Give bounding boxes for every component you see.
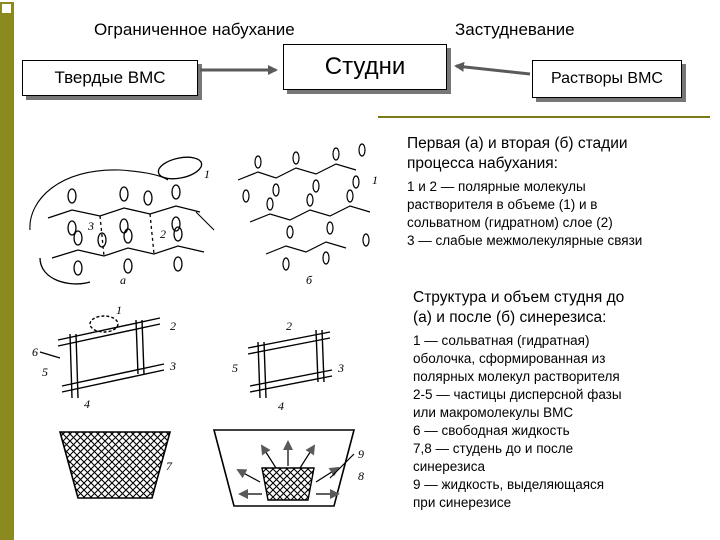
caption2-legend-line2: оболочка, сформированная из <box>413 351 606 366</box>
fig2-num-8: 8 <box>358 469 364 483</box>
gel-volume-before <box>58 431 172 499</box>
left-accent-bar <box>0 0 14 540</box>
fig2-num-3: 3 <box>169 359 176 373</box>
box-polymer-solutions: Растворы ВМС <box>532 60 682 98</box>
box-polymer-solutions-label: Растворы ВМС <box>551 70 663 87</box>
fig1-num-b1: 1 <box>372 173 378 187</box>
gel-structure-after <box>247 329 333 399</box>
fig1-num-1: 1 <box>204 167 210 181</box>
fig2-num-6: 6 <box>32 345 38 359</box>
fig1-num-2: 2 <box>160 227 166 241</box>
fig2-num-5: 5 <box>42 365 48 379</box>
caption2-legend-line5: или макромолекулы ВМС <box>413 405 574 420</box>
caption2-title-line1: Структура и объем студня до <box>413 289 625 306</box>
caption1-title-line2: процесса набухания: <box>407 155 558 172</box>
fig1-label-a: а <box>120 273 126 287</box>
caption1-title-line1: Первая (а) и вторая (б) стадии <box>407 135 628 152</box>
accent-notch <box>0 0 14 2</box>
fig1-num-3: 3 <box>87 219 94 233</box>
caption1-legend-line2: растворителя в объеме (1) и в <box>407 197 598 212</box>
gel-structure-before <box>39 315 165 399</box>
container-after-syneresis <box>212 429 356 507</box>
caption1-legend-line3: сольватном (гидратном) слое (2) <box>407 215 613 230</box>
divider-rule <box>378 116 710 118</box>
caption1-legend-line1: 1 и 2 — полярные молекулы <box>407 179 586 194</box>
expelled-liquid-arrows <box>236 440 355 499</box>
fig2-num-m4: 4 <box>278 399 284 413</box>
fig1-label-b: б <box>306 273 313 287</box>
caption2-title-line2: (а) и после (б) синерезиса: <box>413 309 607 326</box>
accent-square <box>2 4 11 13</box>
caption2-legend-line1: 1 — сольватная (гидратная) <box>413 333 590 348</box>
box-gels: Студни <box>283 44 447 90</box>
caption2-legend-line7: 7,8 — студень до и после <box>413 441 574 456</box>
fig2-num-7: 7 <box>166 459 173 473</box>
caption2-legend-line9: 9 — жидкость, выделяющаяся <box>413 477 605 492</box>
fig2-num-4: 4 <box>84 397 90 411</box>
caption2-legend-line4: 2-5 — частицы дисперсной фазы <box>413 387 622 402</box>
fig2-num-m3: 3 <box>337 361 344 375</box>
box-solid-polymers: Твердые ВМС <box>22 60 198 96</box>
fig2-num-m2: 2 <box>286 319 292 333</box>
box-solid-polymers-label: Твердые ВМС <box>54 68 166 87</box>
arrow-to-gels-right <box>454 61 531 76</box>
caption2-legend-line3: полярных молекул растворителя <box>413 369 620 384</box>
caption-gelation: Застудневание <box>455 20 575 39</box>
swelling-stage-b-drawing <box>237 143 371 271</box>
caption2-legend-line6: 6 — свободная жидкость <box>413 423 570 438</box>
fig2-num-2: 2 <box>170 319 176 333</box>
swelling-stage-a-drawing <box>29 156 215 285</box>
fig2-num-9: 9 <box>358 447 364 461</box>
box-gels-label: Студни <box>324 53 406 80</box>
fig2-num-1: 1 <box>116 303 122 317</box>
caption2-legend-line10: при синерезисе <box>413 495 512 510</box>
fig2-num-m5: 5 <box>232 361 238 375</box>
caption-limited-swelling: Ограниченное набухание <box>94 20 295 39</box>
gel-volume-after <box>261 467 315 501</box>
caption1-legend-line4: 3 — слабые межмолекулярные связи <box>407 233 643 248</box>
caption2-legend-line8: синерезиса <box>413 459 485 474</box>
